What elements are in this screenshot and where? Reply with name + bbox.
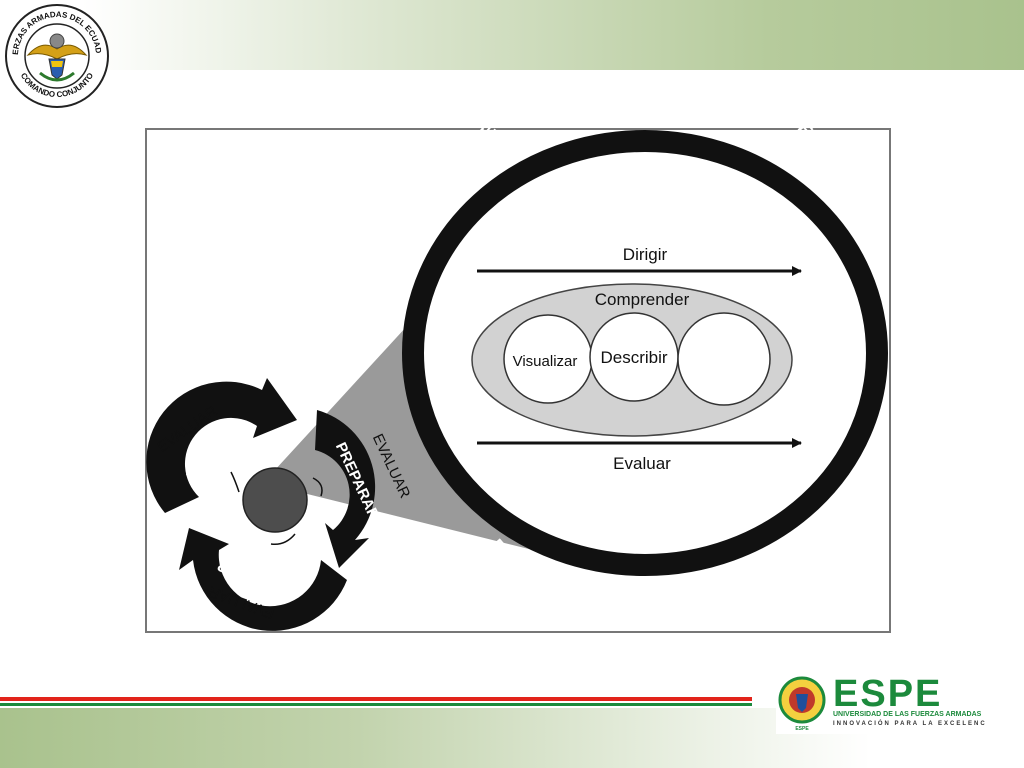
evaluar-label: Evaluar	[613, 454, 671, 473]
ejecutar-arrow	[179, 528, 347, 631]
comando-conjunto-seal-logo: FUERZAS ARMADAS DEL ECUADOR COMANDO CONJ…	[4, 3, 109, 108]
cycle-small-arrow-2	[312, 477, 323, 497]
header-band	[0, 0, 1024, 70]
dirigir-circle	[677, 312, 771, 406]
espe-logo: ESPE ESPE UNIVERSIDAD DE LAS FUERZAS ARM…	[776, 672, 986, 734]
planear-arrow	[146, 378, 297, 513]
espe-wordmark: ESPE	[833, 673, 942, 715]
planear-label: PLANEAR	[184, 429, 257, 488]
preparar-arrow	[315, 410, 376, 568]
central-sphere	[242, 467, 308, 533]
footer-green-stripe	[0, 703, 752, 706]
describir-label: Describir	[600, 348, 667, 367]
dirigir-label: Dirigir	[623, 245, 668, 264]
cycle-small-arrow-3	[270, 533, 296, 546]
footer-red-stripe	[0, 697, 752, 701]
visualizar-label: Visualizar	[513, 353, 578, 370]
espe-tagline: INNOVACIÓN PARA LA EXCELENCIA	[833, 719, 986, 727]
cycle-small-arrow-1	[230, 471, 240, 493]
comprender-label: Comprender	[595, 290, 690, 309]
mission-command-diagram: EJERCICIO DEL MANDO EN COMBATE EJERCICIO…	[146, 128, 888, 631]
svg-text:ESPE: ESPE	[795, 726, 809, 732]
espe-subtitle: UNIVERSIDAD DE LAS FUERZAS ARMADAS	[833, 711, 982, 718]
